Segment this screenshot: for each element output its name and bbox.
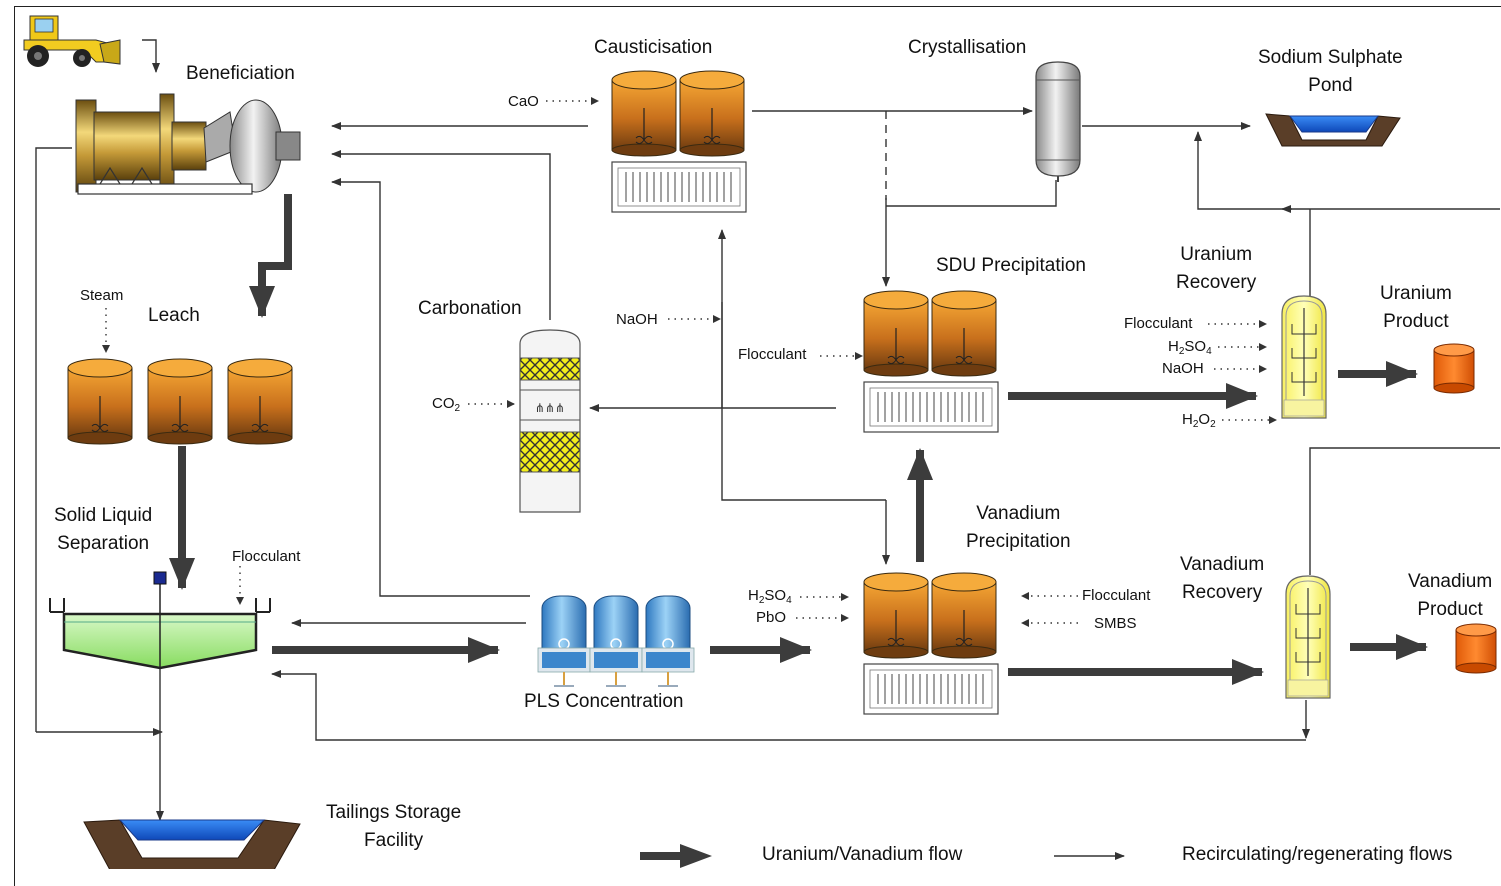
- vanadium-precipitation-tanks: [863, 572, 999, 715]
- diagram-frame: [14, 6, 1501, 886]
- label-causticisation: Causticisation: [594, 37, 713, 58]
- label-line: Vanadium: [1408, 571, 1493, 592]
- causticisation-tanks: [611, 70, 747, 213]
- loader-icon: [23, 15, 121, 67]
- vanadium-recovery-vessel: [1285, 575, 1331, 699]
- label-uranium-product: Uranium Product: [1380, 280, 1452, 336]
- reagent-smbs: SMBS: [1094, 615, 1137, 632]
- uranium-recovery-vessel: [1281, 295, 1327, 419]
- label-line: Solid Liquid: [54, 505, 153, 526]
- label-carbonation: Carbonation: [418, 298, 522, 319]
- carbonation-column: ⋔⋔⋔: [519, 329, 581, 513]
- label-vanadium-recovery: Vanadium Recovery: [1180, 551, 1264, 607]
- label-line: Precipitation: [966, 531, 1071, 552]
- uranium-product-drum: [1433, 343, 1475, 394]
- label-crystallisation: Crystallisation: [908, 37, 1027, 58]
- label-line: Product: [1383, 311, 1449, 332]
- reagent-cao: CaO: [508, 93, 539, 110]
- reagent-h2so4-uranium-recovery: H2SO4: [1168, 338, 1212, 357]
- beneficiation-mill: [75, 93, 301, 195]
- legend-recirc-flow-label: Recirculating/regenerating flows: [1182, 844, 1453, 865]
- sodium-sulphate-pond: [1265, 113, 1401, 147]
- reagent-flocculant-sdu: Flocculant: [738, 346, 807, 363]
- label-leach: Leach: [148, 305, 200, 326]
- reagent-feed-lines: [102, 97, 1277, 627]
- label-uranium-recovery: Uranium Recovery: [1176, 241, 1256, 297]
- label-sdu-precipitation: SDU Precipitation: [936, 255, 1086, 276]
- label-line: Recovery: [1181, 582, 1263, 603]
- label-line: Sodium Sulphate: [1258, 47, 1403, 68]
- clarifier: [49, 571, 271, 670]
- crystalliser-vessel: [1035, 61, 1081, 182]
- label-pls-concentration: PLS Concentration: [524, 691, 684, 712]
- sdu-precipitation-tanks: [863, 290, 999, 433]
- leach-tanks: [67, 358, 293, 445]
- svg-text:⋔⋔⋔: ⋔⋔⋔: [535, 401, 565, 415]
- legend-main-flow-label: Uranium/Vanadium flow: [762, 844, 963, 865]
- tailings-pond: [83, 819, 301, 869]
- label-line: Tailings Storage: [326, 802, 462, 823]
- label-line: Recovery: [1176, 272, 1257, 293]
- reagent-naoh: NaOH: [616, 311, 658, 328]
- reagent-h2o2: H2O2: [1182, 411, 1216, 430]
- label-line: Separation: [57, 533, 150, 554]
- label-tailings-storage-facility: Tailings Storage Facility: [326, 799, 461, 855]
- label-line: Vanadium: [976, 503, 1061, 524]
- reagent-flocculant-uranium-recovery: Flocculant: [1124, 315, 1193, 332]
- reagent-steam: Steam: [80, 287, 124, 304]
- label-line: Vanadium: [1180, 554, 1265, 575]
- reagent-pbo: PbO: [756, 609, 787, 626]
- label-vanadium-precipitation: Vanadium Precipitation: [966, 500, 1071, 556]
- main-flow-lines: [169, 194, 1428, 685]
- pls-concentration-vessels: [537, 595, 695, 687]
- reagent-h2so4-vanadium: H2SO4: [748, 587, 792, 606]
- label-line: Pond: [1308, 75, 1353, 96]
- vanadium-product-drum: [1455, 623, 1497, 674]
- recirculating-flow-lines: [35, 39, 1500, 821]
- reagent-co2: CO2: [432, 395, 461, 414]
- reagent-flocculant-sls: Flocculant: [232, 548, 301, 565]
- reagent-flocculant-vanadium: Flocculant: [1082, 587, 1151, 604]
- label-solid-liquid-separation: Solid Liquid Separation: [54, 502, 152, 558]
- label-line: Uranium: [1380, 283, 1452, 304]
- label-line: Uranium: [1180, 244, 1253, 265]
- reagent-naoh-uranium-recovery: NaOH: [1162, 360, 1204, 377]
- label-line: Product: [1417, 599, 1483, 620]
- label-sodium-sulphate-pond: Sodium Sulphate Pond: [1258, 44, 1403, 100]
- label-beneficiation: Beneficiation: [186, 63, 295, 84]
- label-line: Facility: [364, 830, 424, 851]
- legend: [640, 844, 1125, 868]
- label-vanadium-product: Vanadium Product: [1408, 568, 1492, 624]
